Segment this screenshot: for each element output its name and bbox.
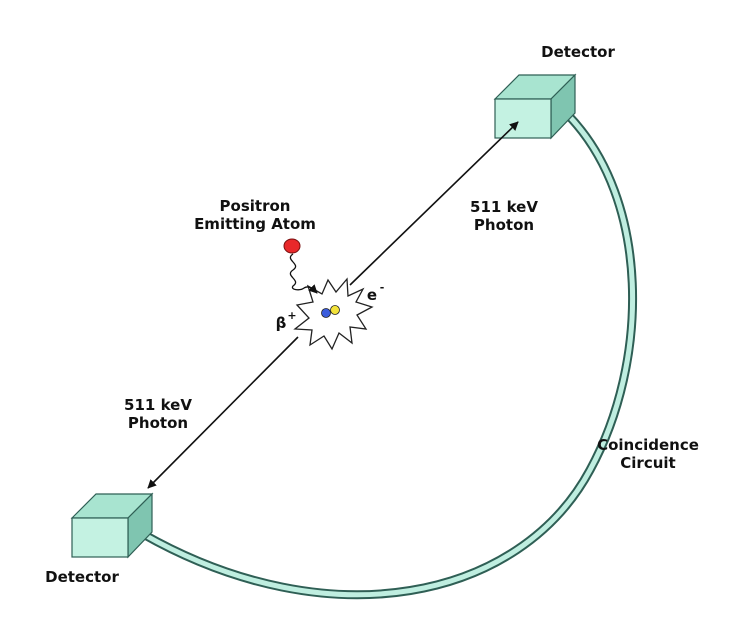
photon-top-label-line2: Photon — [474, 216, 534, 234]
circuit-tube-fill — [140, 112, 636, 598]
detector-top-label: Detector — [541, 43, 615, 61]
beta-plus-superscript: + — [287, 309, 296, 322]
electron-dot — [330, 305, 340, 315]
positron-dot — [321, 308, 331, 318]
electron-label: e — [367, 286, 377, 304]
detector-top — [493, 73, 577, 140]
positron-atom-label-line2: Emitting Atom — [194, 215, 316, 233]
electron-superscript: - — [380, 281, 385, 294]
detector-front-face — [71, 517, 129, 558]
coincidence-circuit — [138, 110, 638, 600]
coincidence-circuit-label-line2: Circuit — [620, 454, 675, 472]
photon-arrow-bottom — [147, 336, 299, 489]
photon-arrow-top — [349, 121, 519, 286]
coincidence-circuit-label-line1: Coincidence — [597, 436, 699, 454]
beta-plus-label: β — [276, 314, 287, 332]
photon-bottom-label-line2: Photon — [128, 414, 188, 432]
positron-emitting-atom — [283, 238, 301, 254]
detector-front-face — [494, 98, 552, 139]
positron-path-arrow-icon — [303, 284, 318, 294]
circuit-tube-outline — [138, 110, 638, 600]
detector-bottom-label: Detector — [45, 568, 119, 586]
photon-bottom-label-line1: 511 keV — [124, 396, 192, 414]
detector-bottom — [70, 492, 154, 559]
photon-top-label-line1: 511 keV — [470, 198, 538, 216]
positron-wavy-path-icon — [289, 253, 305, 291]
positron-atom-label-line1: Positron — [220, 197, 291, 215]
